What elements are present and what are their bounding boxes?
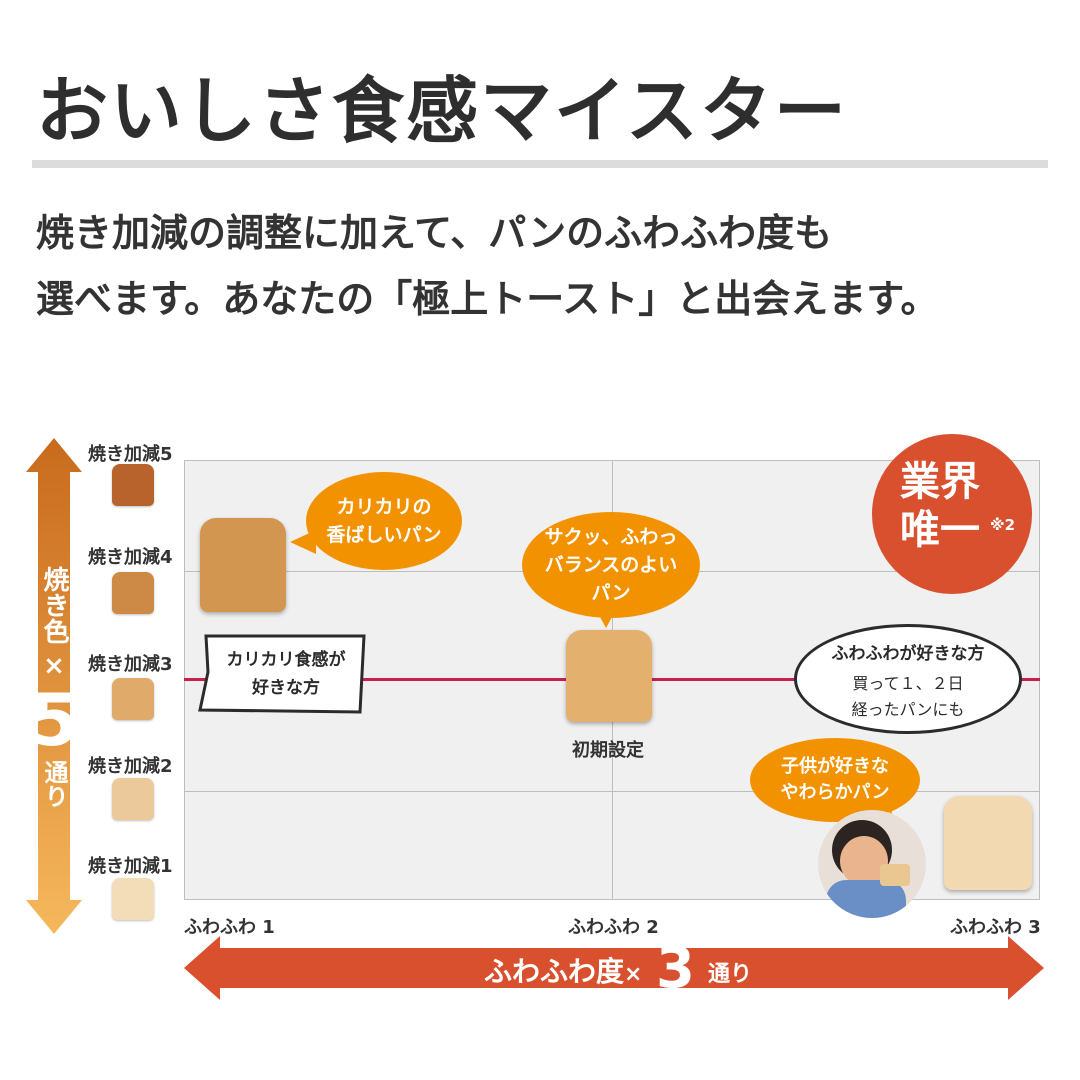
vertical-suffix: 通り [40,760,68,808]
vertical-count: 5 [28,678,80,762]
level-toast-1 [112,878,154,920]
title-divider [32,160,1048,168]
bubble-balance: サクッ、ふわっ バランスのよい パン [522,512,700,618]
level-label-4: 焼き加減4 [88,547,173,568]
level-label-1: 焼き加減1 [88,856,173,877]
horizontal-axis-label: ふわふわ度× [484,955,643,988]
badge-note: ※2 [990,516,1016,534]
crispy-lover-frame [198,634,366,714]
toast-initial [566,630,652,722]
fluffy-lover-bubble: ふわふわが好きな方 買って１、２日 経ったパンにも [794,624,1022,734]
horizontal-arrow [184,936,1044,1000]
horizontal-times: × [624,962,643,987]
description-line-2: 選べます。あなたの「極上トースト」と出会えます。 [36,277,939,321]
x-tick-2: ふわふわ 2 [568,917,659,938]
child-photo [818,810,926,918]
horizontal-suffix: 通り [708,962,753,987]
level-label-2: 焼き加減2 [88,756,173,777]
vertical-arrow [26,438,82,934]
level-label-5: 焼き加減5 [88,444,173,465]
page-title: おいしさ食感マイスター [36,69,848,153]
bubble-crispy: カリカリの 香ばしいパン [306,472,462,570]
vertical-times: × [43,651,65,681]
level-toast-5 [112,464,154,506]
toast-fluffy [944,796,1032,890]
initial-setting-label: 初期設定 [572,740,644,761]
fluffy-lover-sub2: 経ったパンにも [851,700,965,719]
toast-crispy [200,518,286,612]
horizontal-count: 3 [656,936,695,1001]
bubble-kids: 子供が好きな やわらかパン [750,738,920,822]
x-tick-1: ふわふわ 1 [184,917,275,938]
vertical-axis-label: 焼き色 × [39,566,69,681]
crispy-lover-label: カリカリ食感が 好きな方 [226,650,346,698]
description-line-1: 焼き加減の調整に加えて、パンのふわふわ度も [36,211,833,255]
level-label-3: 焼き加減3 [88,654,173,675]
level-toast-2 [112,778,154,820]
level-toast-3 [112,678,154,720]
badge-text: 業界 唯一 [900,459,980,553]
level-toast-4 [112,572,154,614]
fluffy-lover-sub1: 買って１、２日 [852,674,964,693]
industry-first-badge: 業界 唯一 ※2 [872,434,1032,594]
fluffy-lover-title: ふわふわが好きな方 [831,644,985,664]
x-tick-3: ふわふわ 3 [950,917,1041,938]
description: 焼き加減の調整に加えて、パンのふわふわ度も 選べます。あなたの「極上トースト」と… [36,200,939,332]
